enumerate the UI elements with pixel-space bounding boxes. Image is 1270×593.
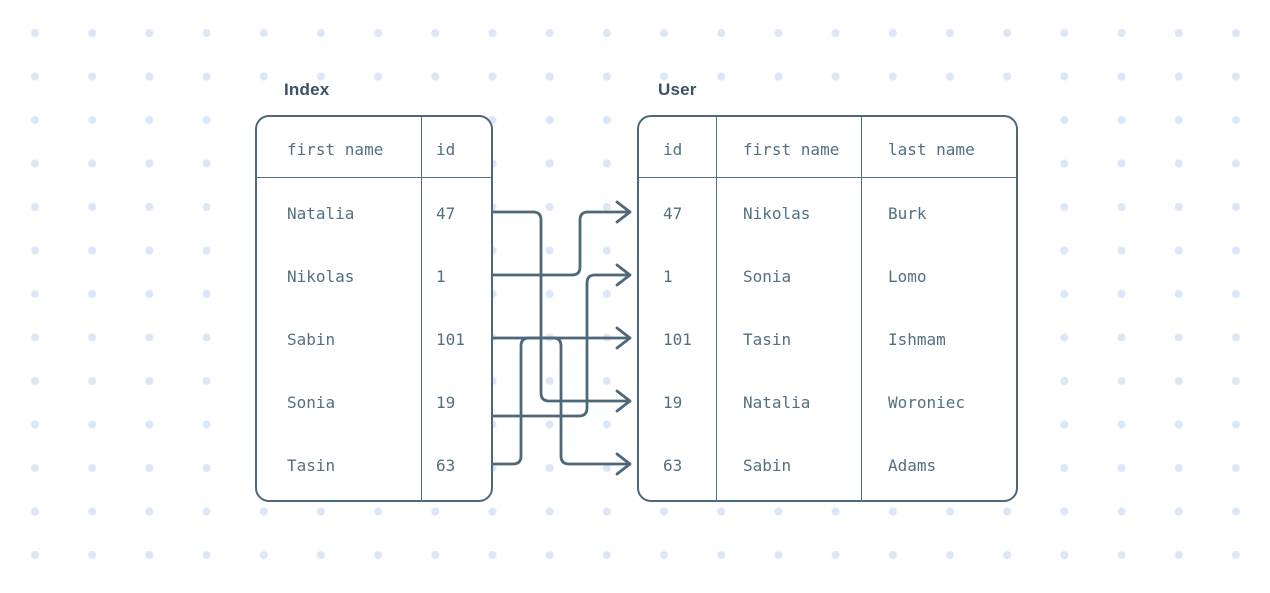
user-cell-last-name: Adams: [888, 456, 937, 475]
user-cell-id: 1: [663, 267, 673, 286]
user-cell-first-name: Tasin: [743, 330, 792, 349]
user-cell-first-name: Sabin: [743, 456, 792, 475]
user-table-title: User: [658, 80, 697, 99]
index-header-first-name: first name: [287, 140, 384, 159]
user-cell-first-name: Natalia: [743, 393, 811, 412]
index-cell-id: 47: [436, 204, 456, 223]
index-cell-first-name: Sabin: [287, 330, 336, 349]
index-column-divider: [421, 117, 423, 500]
index-header-id: id: [436, 140, 456, 159]
index-cell-id: 63: [436, 456, 456, 475]
arrowhead-icon: [615, 326, 632, 350]
arrow-tasin: [491, 326, 632, 466]
user-cell-id: 47: [663, 204, 683, 223]
user-header-id: id: [663, 140, 683, 159]
arrowhead-icon: [615, 389, 632, 413]
arrow-sonia: [491, 263, 632, 418]
arrow-sabin: [491, 336, 632, 476]
user-cell-last-name: Lomo: [888, 267, 927, 286]
arrow-natalia: [491, 210, 632, 413]
user-cell-id: 19: [663, 393, 683, 412]
index-cell-id: 101: [436, 330, 465, 349]
arrow-nikolas: [491, 200, 632, 277]
index-cell-first-name: Natalia: [287, 204, 355, 223]
index-cell-id: 1: [436, 267, 446, 286]
arrowhead-icon: [615, 263, 632, 287]
user-cell-last-name: Ishmam: [888, 330, 946, 349]
user-column-divider-1: [716, 117, 718, 500]
user-header-divider: [639, 177, 1016, 179]
index-cell-first-name: Sonia: [287, 393, 336, 412]
user-cell-first-name: Nikolas: [743, 204, 811, 223]
index-cell-id: 19: [436, 393, 456, 412]
user-cell-first-name: Sonia: [743, 267, 792, 286]
user-cell-last-name: Woroniec: [888, 393, 966, 412]
arrowhead-icon: [615, 452, 632, 476]
index-header-divider: [257, 177, 491, 179]
user-cell-id: 63: [663, 456, 683, 475]
user-cell-id: 101: [663, 330, 692, 349]
user-header-last-name: last name: [888, 140, 975, 159]
index-cell-first-name: Nikolas: [287, 267, 355, 286]
index-cell-first-name: Tasin: [287, 456, 336, 475]
arrowhead-icon: [615, 200, 632, 224]
user-column-divider-2: [861, 117, 863, 500]
user-table: id first name last name 47 Nikolas Burk …: [637, 115, 1018, 502]
user-cell-last-name: Burk: [888, 204, 927, 223]
user-header-first-name: first name: [743, 140, 840, 159]
index-table-title: Index: [284, 80, 330, 99]
index-table: first name id Natalia 47 Nikolas 1 Sabin…: [255, 115, 493, 502]
